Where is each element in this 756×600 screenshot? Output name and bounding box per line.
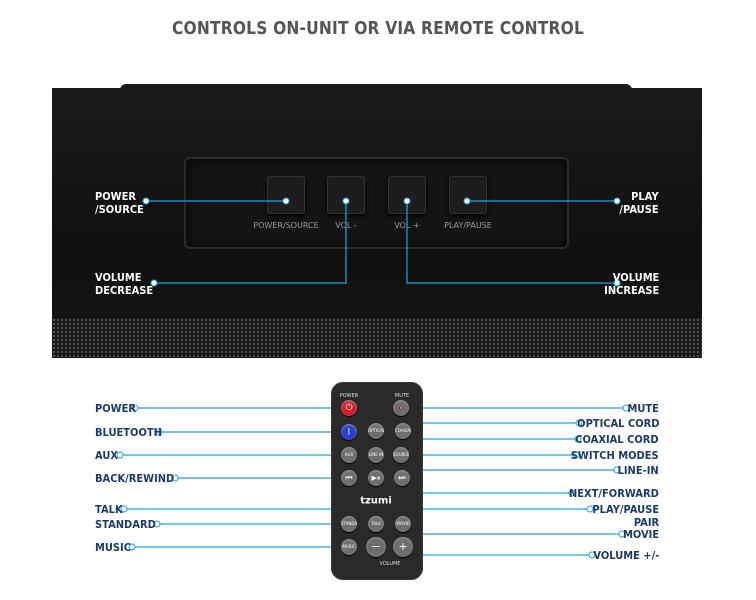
callout-volume-plus-minus: VOLUME +/- <box>593 549 659 562</box>
callout-talk: TALK <box>95 503 123 516</box>
page-title: CONTROLS ON-UNIT OR VIA REMOTE CONTROL <box>172 18 584 39</box>
callout-dot <box>572 451 580 459</box>
callout-standard: STANDARD <box>95 518 156 531</box>
callout-back-rewind: BACK/REWIND <box>95 472 175 485</box>
control-panel <box>184 157 569 249</box>
power-source-label: POWER/SOURCE <box>253 221 319 230</box>
callout-dot <box>171 474 179 482</box>
remote-mute-text: MUTE <box>394 393 410 399</box>
remote-power-text: POWER <box>339 393 359 399</box>
callout-aux: AUX <box>95 449 119 462</box>
remote-play-pause-button[interactable]: ▶⏸ <box>368 470 384 486</box>
callout-dot <box>618 530 626 538</box>
remote-standard-button[interactable]: STANDARD <box>341 516 357 532</box>
callout-dot <box>282 197 290 205</box>
callout-dot <box>613 279 621 287</box>
callout-dot <box>131 404 139 412</box>
remote-optical-button[interactable]: OPTICAL <box>368 423 384 439</box>
vol-up-button[interactable] <box>388 176 426 214</box>
callout-dot <box>342 197 350 205</box>
remote-mute-button[interactable]: 🔇 <box>393 400 409 416</box>
remote-source-button[interactable]: SOURCE <box>393 447 409 463</box>
vol-down-label: VOL - <box>335 221 357 230</box>
remote-bluetooth-button[interactable]: ᛒ <box>341 424 357 440</box>
callout-bluetooth: BLUETOOTH <box>95 426 162 439</box>
remote-coaxial-button[interactable]: COAXIAL <box>395 423 411 439</box>
remote-volume-text: VOLUME <box>379 561 401 567</box>
remote-power-button[interactable]: ⏻ <box>341 400 357 416</box>
callout-dot <box>622 404 630 412</box>
callout-coaxial-cord: COAXIAL CORD <box>575 433 659 446</box>
speaker-grille <box>52 318 702 358</box>
callout-dot <box>150 279 158 287</box>
remote-prev-button[interactable]: ⏮ <box>341 470 357 486</box>
callout-power: POWER <box>95 402 136 415</box>
callout-dot <box>403 197 411 205</box>
callout-power-source: POWER/SOURCE <box>95 190 144 216</box>
callout-mute: MUTE <box>627 402 659 415</box>
remote-next-button[interactable]: ⏭ <box>394 470 410 486</box>
remote-line-in-button[interactable]: LINE IN <box>368 447 384 463</box>
callout-switch-modes: SWITCH MODES <box>571 449 659 462</box>
remote-talk-button[interactable]: TALK <box>368 516 384 532</box>
callout-dot <box>613 466 621 474</box>
callout-line-in: LINE-IN <box>617 464 659 477</box>
remote-volume-down-button[interactable]: − <box>366 537 386 557</box>
tzumi-logo: tzumi <box>360 495 392 507</box>
callout-play-pause: PLAY/PAUSE <box>619 190 659 216</box>
callout-dot <box>155 428 163 436</box>
callout-pair: PAIR <box>633 516 659 529</box>
remote-volume-up-button[interactable]: + <box>393 537 413 557</box>
callout-dot <box>588 551 596 559</box>
callout-dot <box>153 520 161 528</box>
callout-optical-cord: OPTICAL CORD <box>576 417 659 430</box>
callout-dot <box>586 505 594 513</box>
vol-up-label: VOL + <box>394 221 420 230</box>
callout-dot <box>574 435 582 443</box>
remote-movie-button[interactable]: MOVIE <box>395 516 411 532</box>
callout-dot <box>575 419 583 427</box>
callout-music: MUSIC <box>95 541 131 554</box>
callout-dot <box>613 197 621 205</box>
callout-dot <box>120 505 128 513</box>
power-source-button[interactable] <box>267 176 305 214</box>
callout-dot <box>116 451 124 459</box>
remote-aux-button[interactable]: AUX <box>341 447 357 463</box>
callout-movie: MOVIE <box>622 528 659 541</box>
play-pause-button[interactable] <box>449 176 487 214</box>
callout-dot <box>463 197 471 205</box>
callout-dot <box>128 543 136 551</box>
callout-dot <box>142 197 150 205</box>
vol-down-button[interactable] <box>327 176 365 214</box>
callout-dot <box>568 489 576 497</box>
remote-music-button[interactable]: MUSIC <box>341 539 357 555</box>
callout-next-forward: NEXT/FORWARD <box>569 487 659 500</box>
play-pause-label: PLAY/PAUSE <box>444 221 492 230</box>
callout-play-pause-remote: PLAY/PAUSE <box>592 503 659 516</box>
